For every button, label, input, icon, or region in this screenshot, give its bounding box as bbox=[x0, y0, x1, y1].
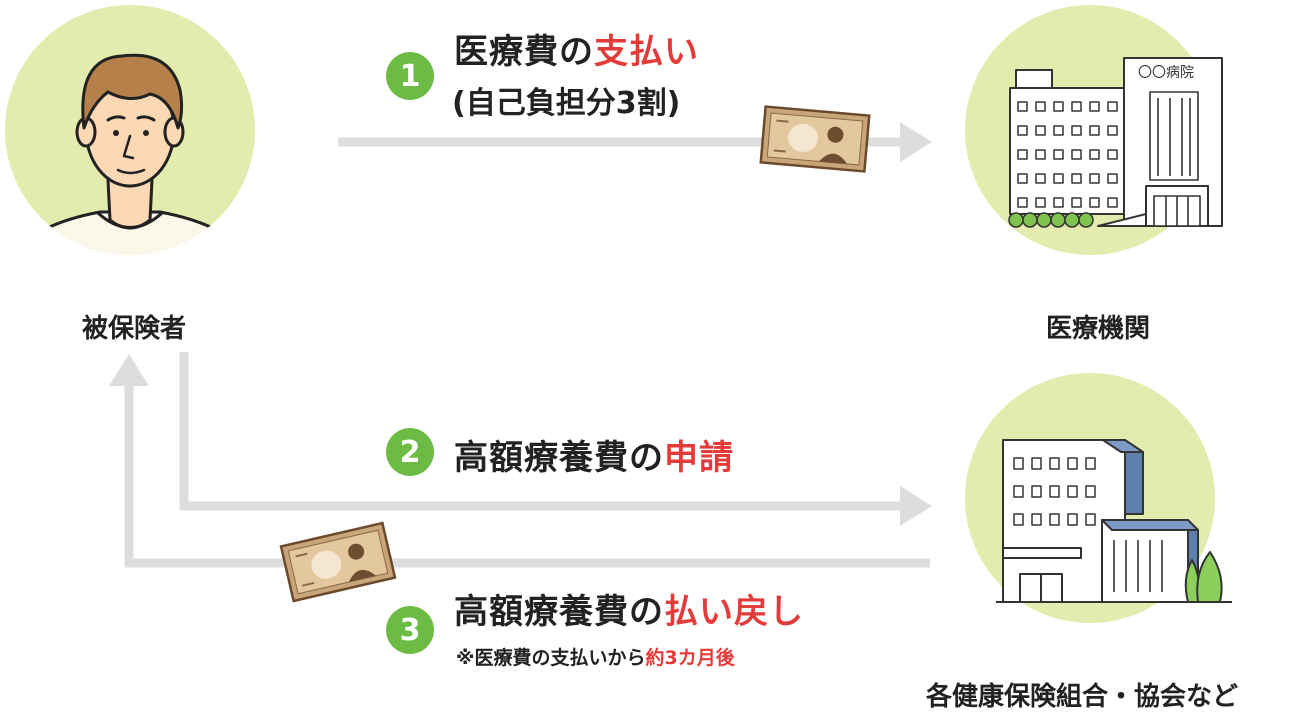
step-3-note-highlight: 約3カ月後 bbox=[645, 647, 735, 669]
step-1-subtitle: (自己負担分3割) bbox=[452, 86, 681, 121]
step-1-title-prefix: 医療費の bbox=[454, 32, 594, 72]
arrow-application bbox=[179, 352, 932, 526]
step-3-title-highlight: 払い戻し bbox=[664, 592, 804, 632]
step-2-title-highlight: 申請 bbox=[664, 438, 734, 478]
step-1-title-highlight: 支払い bbox=[594, 32, 699, 72]
step-2-title-prefix: 高額療養費の bbox=[454, 438, 664, 478]
insurer-label: 各健康保険組合・協会など bbox=[926, 682, 1239, 712]
step-3-note: ※医療費の支払いから約3カ月後 bbox=[456, 643, 735, 670]
step-1-badge: 1 bbox=[386, 52, 434, 100]
step-2-badge: 2 bbox=[386, 428, 434, 476]
banknote-icon bbox=[279, 521, 397, 603]
step-1-title: 医療費の支払い bbox=[454, 24, 699, 73]
step-2-title: 高額療養費の申請 bbox=[454, 430, 734, 479]
banknote-icon bbox=[759, 105, 871, 173]
medical-institution-label: 医療機関 bbox=[1046, 314, 1151, 344]
hospital-sign: 〇〇病院 bbox=[1138, 65, 1194, 81]
step-3-note-prefix: ※医療費の支払いから bbox=[456, 647, 646, 669]
insurer-building-icon bbox=[996, 439, 1232, 603]
hospital-icon bbox=[1008, 57, 1223, 228]
step-3-title-prefix: 高額療養費の bbox=[454, 592, 664, 632]
insured-label: 被保険者 bbox=[82, 314, 187, 344]
step-3-title: 高額療養費の払い戻し bbox=[454, 584, 804, 633]
arrow-refund bbox=[109, 354, 930, 568]
step-3-badge: 3 bbox=[386, 606, 434, 654]
